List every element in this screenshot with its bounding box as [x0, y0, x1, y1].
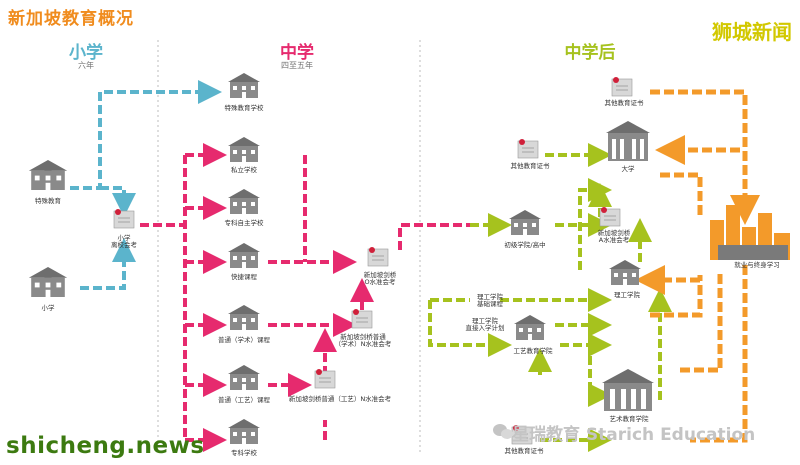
label-na-level: 新加坡剑桥普通 （学术）N水准会考: [334, 333, 392, 349]
na-level-certificate-icon: [351, 308, 373, 329]
label-special-education: 特殊教育: [35, 197, 61, 205]
special-ed-school-icon: [228, 73, 260, 98]
label-other-cert-top: 其他教育证书: [604, 99, 644, 107]
watermark-left: shicheng.news: [6, 433, 205, 459]
stage-primary-label: 小学: [69, 43, 103, 63]
label-psle: 小学 离校会考: [111, 234, 137, 250]
city-skyline-icon: [710, 205, 790, 260]
label-a-level: 新加坡剑桥 A水准会考: [597, 229, 631, 245]
polytechnic-icon: [609, 260, 641, 285]
label-special-ed-school: 特殊教育学校: [224, 104, 264, 112]
label-ite: 工艺教育学院: [513, 347, 553, 355]
university-building-icon: [606, 121, 650, 161]
label-primary-school: 小学: [41, 304, 55, 312]
nt-level-certificate-icon: [314, 368, 336, 389]
stage-separators: [157, 40, 421, 455]
label-normal-technical: 普通（工艺）课程: [218, 396, 270, 404]
stage-post-secondary-label: 中学后: [564, 43, 616, 63]
label-poly-foundation: 理工学院 基础课程: [477, 293, 503, 309]
ite-icon: [514, 315, 546, 340]
label-employment: 就业与终身学习: [734, 261, 780, 269]
label-other-cert-mid: 其他教育证书: [510, 162, 550, 170]
jc-icon: [509, 210, 541, 235]
psle-certificate-icon: [113, 208, 135, 229]
watermark-right: 星瑞教育 Starich Education: [512, 425, 756, 445]
specialised-independent-icon: [228, 189, 260, 214]
wechat-icon: [493, 424, 513, 439]
o-level-certificate-icon: [367, 246, 389, 267]
label-poly-direct: 理工学院 直接入学计划: [465, 317, 505, 333]
primary-flows: [70, 80, 222, 290]
page-title: 新加坡教育概况: [8, 9, 134, 29]
private-school-icon: [228, 137, 260, 162]
brand-logo-text: 狮城新闻: [712, 20, 792, 44]
special-education-icon: [28, 160, 68, 190]
other-cert-mid-icon: [517, 138, 539, 159]
label-normal-academic: 普通（学术）课程: [218, 336, 270, 344]
label-nt-level: 新加坡剑桥普通（工艺）N水准会考: [288, 395, 392, 403]
stage-primary-duration: 六年: [78, 61, 94, 70]
label-arts: 艺术教育学院: [609, 415, 649, 423]
primary-school-icon: [28, 267, 68, 297]
employment-flows: [635, 89, 760, 443]
arts-building-icon: [602, 369, 654, 411]
a-level-certificate-icon: [599, 206, 621, 227]
label-express: 快捷课程: [231, 273, 257, 281]
normal-academic-icon: [228, 305, 260, 330]
label-jc: 初级学院/高中: [504, 241, 546, 249]
specialised-school-icon: [228, 419, 260, 444]
express-icon: [228, 243, 260, 268]
post-secondary-flows: [428, 143, 672, 452]
normal-technical-icon: [228, 365, 260, 390]
label-private-school: 私立学校: [231, 166, 257, 174]
label-polytechnic: 理工学院: [614, 291, 640, 299]
label-other-cert-bottom: 其他教育证书: [504, 447, 544, 455]
stage-secondary-duration: 四至五年: [281, 61, 313, 70]
secondary-flows: [140, 143, 470, 452]
label-o-level: 新加坡剑桥 O水准会考: [363, 271, 397, 287]
label-specialised-school: 专科学校: [231, 449, 257, 457]
label-university: 大学: [621, 165, 635, 173]
stage-secondary-label: 中学: [280, 43, 314, 63]
label-specialised-independent: 专科自主学校: [224, 219, 264, 227]
other-cert-top-icon: [611, 76, 633, 97]
